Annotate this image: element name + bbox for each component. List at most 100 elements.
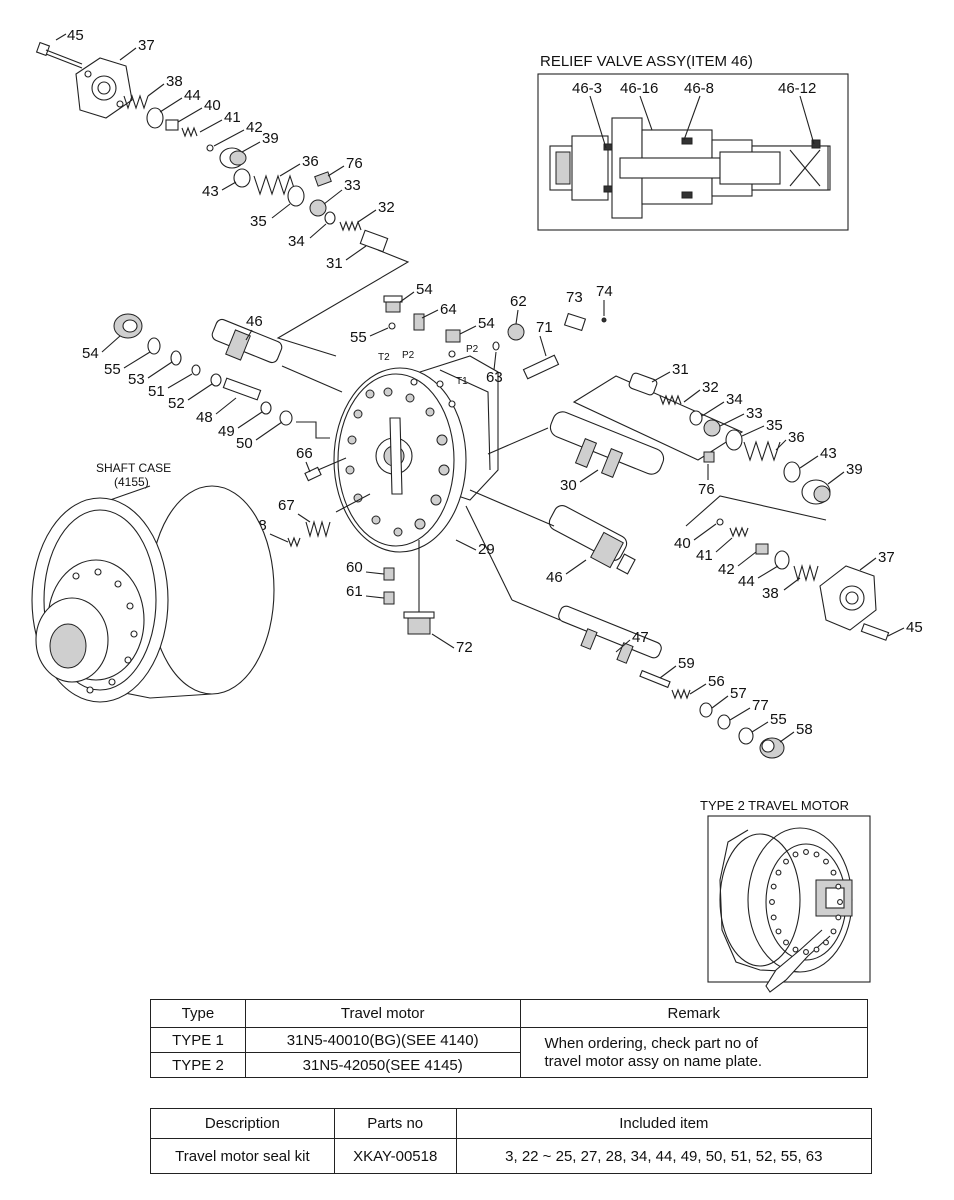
rv-label-46-3: 46-3 (572, 80, 602, 97)
label-60: 60 (346, 559, 363, 576)
label-39-top: 39 (262, 130, 279, 147)
left-port-parts (113, 313, 330, 439)
bolt-hole (823, 939, 829, 946)
label-31-right: 31 (672, 361, 689, 378)
bolt-hole (813, 946, 820, 953)
bolt-hole (775, 928, 782, 935)
label-32-top: 32 (378, 199, 395, 216)
motor-cell: 31N5-42050(SEE 4145) (244, 1052, 521, 1078)
shaft-case-drawing (31, 485, 275, 703)
remark-cell: When ordering, check part no of travel m… (519, 1027, 868, 1078)
label-54-top-port: 54 (416, 281, 433, 298)
travel-motor-type-table: Type Travel motor Remark TYPE 1 31N5-400… (150, 999, 868, 1078)
label-61: 61 (346, 583, 363, 600)
bolt-hole (775, 869, 782, 876)
table-row: Travel motor seal kit XKAY-00518 3, 22 ~… (150, 1138, 873, 1174)
col-header-type: Type (150, 999, 246, 1028)
label-50: 50 (236, 435, 253, 452)
label-44-top: 44 (184, 87, 201, 104)
label-45-top: 45 (67, 27, 84, 44)
shaft-case-title: SHAFT CASE (96, 461, 171, 475)
label-40-right: 40 (674, 535, 691, 552)
bolt-hole (835, 883, 842, 890)
label-29: 29 (478, 541, 495, 558)
bolt-hole (803, 949, 809, 955)
label-46-lower: 46 (546, 569, 563, 586)
label-43-right: 43 (820, 445, 837, 462)
label-67: 67 (278, 497, 295, 514)
rv-leader-46-8 (683, 95, 701, 141)
label-35-right: 35 (766, 417, 783, 434)
label-30: 30 (560, 477, 577, 494)
label-58: 58 (796, 721, 813, 738)
bolt-hole (823, 858, 829, 865)
col-header-travel-motor: Travel motor (244, 999, 521, 1028)
label-33-top: 33 (344, 177, 361, 194)
label-62: 62 (510, 293, 527, 310)
label-55-lower: 55 (770, 711, 787, 728)
label-42-right: 42 (718, 561, 735, 578)
label-41-right: 41 (696, 547, 713, 564)
kit-table-header: Description Parts no Included item (150, 1108, 873, 1139)
label-55-top-port: 55 (350, 329, 367, 346)
rv-label-46-8: 46-8 (684, 80, 714, 97)
port-p2-a: P2 (402, 350, 415, 361)
label-71: 71 (536, 319, 553, 336)
label-34-top: 34 (288, 233, 305, 250)
label-40-top: 40 (204, 97, 221, 114)
bolt-hole (792, 946, 799, 953)
rv-label-46-16: 46-16 (620, 80, 658, 97)
label-76-right: 76 (698, 481, 715, 498)
rv-leader-46-3 (589, 95, 607, 149)
bolt-hole (835, 914, 842, 921)
label-36-top: 36 (302, 153, 319, 170)
label-36-right: 36 (788, 429, 805, 446)
label-46-upper: 46 (246, 313, 263, 330)
table-row: TYPE 1 31N5-40010(BG)(SEE 4140) When ord… (150, 1027, 868, 1078)
col-header-description: Description (150, 1108, 335, 1139)
bolt-hole (770, 883, 777, 890)
bolt-hole (769, 899, 775, 905)
bolt-hole (770, 914, 777, 921)
bolt-hole (813, 851, 820, 858)
rv-label-46-12: 46-12 (778, 80, 816, 97)
label-33-right: 33 (746, 405, 763, 422)
label-38-top: 38 (166, 73, 183, 90)
label-35-top: 35 (250, 213, 267, 230)
label-77: 77 (752, 697, 769, 714)
col-header-remark: Remark (519, 999, 868, 1028)
type2-inset-frame (707, 815, 871, 983)
label-64: 64 (440, 301, 457, 318)
label-63: 63 (486, 369, 503, 386)
label-74: 74 (596, 283, 613, 300)
bolt-hole (803, 849, 809, 855)
kit-included-cell: 3, 22 ~ 25, 27, 28, 34, 44, 49, 50, 51, … (455, 1138, 873, 1174)
type2-motor-drawing (719, 827, 853, 993)
port-p2-b: P2 (466, 344, 479, 355)
label-31-top: 31 (326, 255, 343, 272)
label-66: 66 (296, 445, 313, 462)
relief-valve-inset-frame (537, 73, 849, 231)
seal-kit-table: Description Parts no Included item Trave… (150, 1108, 873, 1174)
label-56: 56 (708, 673, 725, 690)
bolt-hole (830, 869, 837, 876)
label-37-right: 37 (878, 549, 895, 566)
port-t2: T2 (378, 352, 390, 363)
remark-line-2: travel motor assy on name plate. (544, 1052, 763, 1070)
label-54-mid-port: 54 (478, 315, 495, 332)
type-cell: TYPE 2 (150, 1052, 246, 1078)
relief-valve-title: RELIEF VALVE ASSY(ITEM 46) (540, 53, 753, 70)
label-51: 51 (148, 383, 165, 400)
table-row: TYPE 2 31N5-42050(SEE 4145) (150, 1052, 868, 1078)
label-59: 59 (678, 655, 695, 672)
shaft-case-ref: (4155) (114, 475, 149, 489)
label-44-right: 44 (738, 573, 755, 590)
bolt-hole (837, 899, 843, 905)
lower-spool-group (558, 605, 785, 759)
label-53: 53 (128, 371, 145, 388)
type2-title: TYPE 2 TRAVEL MOTOR (700, 798, 849, 813)
rv-leader-46-16 (639, 95, 653, 131)
col-header-parts-no: Parts no (333, 1108, 457, 1139)
label-45-right: 45 (906, 619, 923, 636)
